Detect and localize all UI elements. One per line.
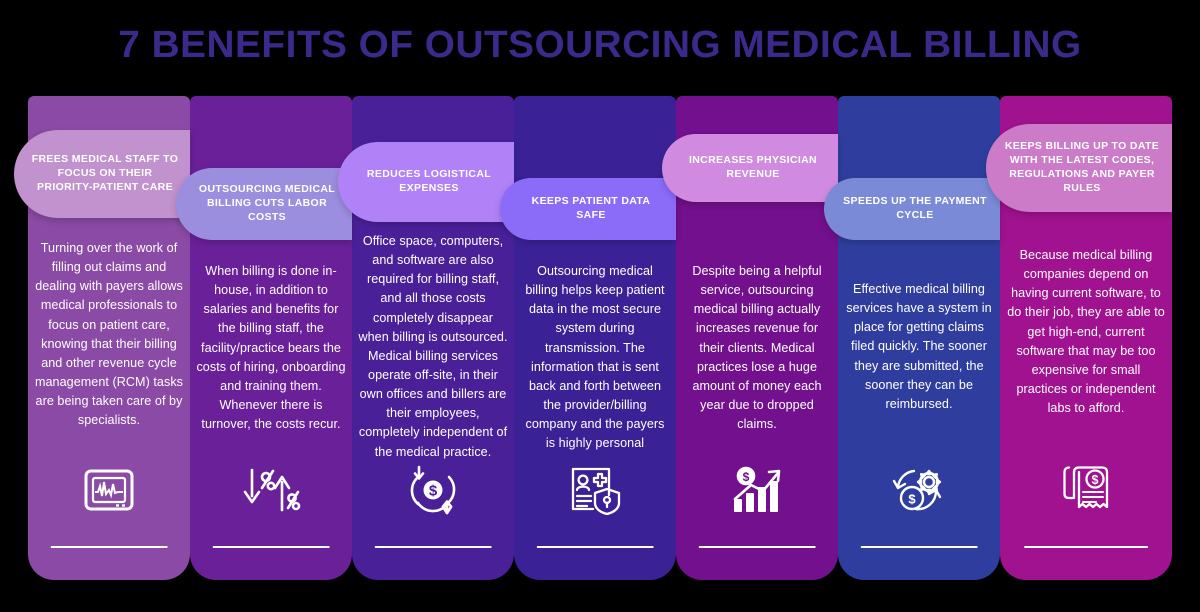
benefit-badge-7: KEEPS BILLING UP TO DATE WITH THE LATEST… — [986, 124, 1172, 212]
svg-text:$: $ — [1092, 473, 1099, 487]
payment-cycle-gear-icon: $ — [838, 462, 1000, 518]
invoice-dollar-icon: $ — [1000, 462, 1172, 518]
percent-arrows-icon — [190, 462, 352, 518]
patient-record-shield-icon — [514, 462, 676, 518]
benefit-body-4: Outsourcing medical billing helps keep p… — [525, 264, 665, 451]
benefit-badge-3: REDUCES LOGISTICAL EXPENSES — [338, 142, 514, 222]
svg-text:$: $ — [743, 470, 750, 484]
benefit-divider-6 — [860, 546, 978, 548]
benefit-divider-5 — [698, 546, 816, 548]
svg-text:$: $ — [429, 483, 438, 500]
benefit-columns-container: Turning over the work of filling out cla… — [14, 96, 1172, 580]
benefit-column-4: Outsourcing medical billing helps keep p… — [500, 96, 676, 580]
benefit-divider-1 — [50, 546, 168, 548]
benefit-column-7: Because medical billing companies depend… — [986, 96, 1172, 580]
revenue-growth-icon: $ — [676, 462, 838, 518]
benefit-divider-2 — [212, 546, 330, 548]
benefit-badge-2: OUTSOURCING MEDICAL BILLING CUTS LABOR C… — [176, 168, 352, 240]
benefit-divider-7 — [1024, 546, 1148, 548]
benefit-body-7: Because medical billing companies depend… — [1007, 248, 1165, 416]
benefit-badge-6: SPEEDS UP THE PAYMENT CYCLE — [824, 178, 1000, 240]
benefit-column-6-surface: Effective medical billing services have … — [838, 96, 1000, 580]
benefit-body-6: Effective medical billing services have … — [846, 282, 992, 411]
benefit-body-5: Despite being a helpful service, outsour… — [692, 264, 822, 432]
benefit-column-1: Turning over the work of filling out cla… — [14, 96, 190, 580]
benefit-divider-3 — [374, 546, 492, 548]
benefit-body-2: When billing is done in-house, in additi… — [196, 264, 346, 432]
benefit-column-6: Effective medical billing services have … — [824, 96, 1000, 580]
benefit-body-1: Turning over the work of filling out cla… — [34, 241, 184, 428]
benefit-column-4-surface: Outsourcing medical billing helps keep p… — [514, 96, 676, 580]
benefit-badge-1: FREES MEDICAL STAFF TO FOCUS ON THEIR PR… — [14, 130, 190, 218]
benefit-divider-4 — [536, 546, 654, 548]
benefit-column-5: Despite being a helpful service, outsour… — [662, 96, 838, 580]
benefit-badge-5: INCREASES PHYSICIAN REVENUE — [662, 134, 838, 202]
dollar-refresh-icon: $ — [352, 462, 514, 518]
svg-text:$: $ — [908, 492, 916, 507]
ecg-monitor-icon — [28, 462, 190, 518]
benefit-body-3: Office space, computers, and software ar… — [358, 234, 508, 459]
benefit-column-3: Office space, computers, and software ar… — [338, 96, 514, 580]
benefit-badge-4: KEEPS PATIENT DATA SAFE — [500, 178, 676, 240]
benefit-column-2: When billing is done in-house, in additi… — [176, 96, 352, 580]
page-title: 7 BENEFITS OF OUTSOURCING MEDICAL BILLIN… — [118, 24, 1082, 66]
